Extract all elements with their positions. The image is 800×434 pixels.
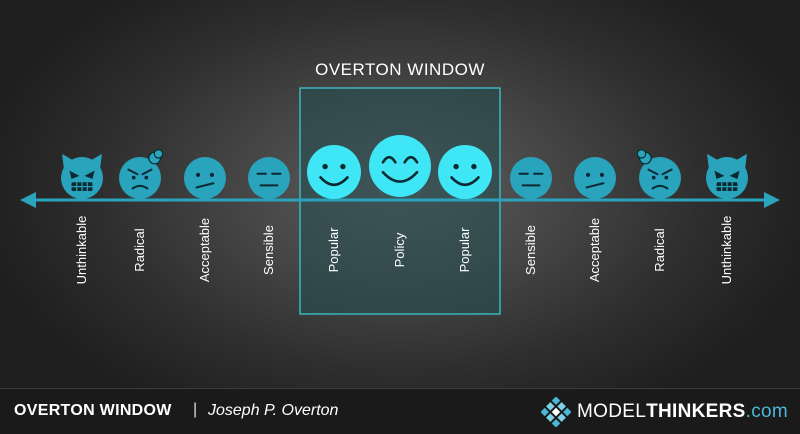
overton-window-title: OVERTON WINDOW xyxy=(315,60,485,79)
position-label-popular-left: Popular xyxy=(326,227,341,273)
position-label-unthinkable-right: Unthinkable xyxy=(719,215,734,285)
arrow-left-icon xyxy=(20,192,36,208)
skeptical-face-icon xyxy=(574,157,616,199)
position-label-unthinkable-left: Unthinkable xyxy=(74,215,89,285)
position-label-popular-right: Popular xyxy=(457,227,472,273)
smile-face-icon xyxy=(307,145,361,199)
angry-face-icon xyxy=(636,149,681,199)
footer-separator: | xyxy=(193,401,198,418)
position-label-acceptable-left: Acceptable xyxy=(197,217,212,283)
brand-name-part2: THINKERS xyxy=(646,401,746,422)
position-label-sensible-left: Sensible xyxy=(261,225,276,275)
footer-title: OVERTON WINDOW xyxy=(14,402,172,419)
diamond-grid-logo-icon xyxy=(541,397,572,427)
big-smile-face-icon xyxy=(369,135,431,197)
spectrum-axis xyxy=(20,192,780,208)
devil-face-icon xyxy=(61,153,103,199)
skeptical-face-icon xyxy=(184,157,226,199)
position-label-sensible-right: Sensible xyxy=(523,225,538,275)
angry-face-icon xyxy=(119,149,164,199)
brand-logo: MODELTHINKERS.com xyxy=(541,397,788,427)
footer-bar: OVERTON WINDOW | Joseph P. Overton MODEL… xyxy=(0,388,800,434)
position-label-policy: Policy xyxy=(392,232,407,268)
brand-name: MODELTHINKERS.com xyxy=(577,401,788,423)
arrow-right-icon xyxy=(764,192,780,208)
position-label-acceptable-right: Acceptable xyxy=(587,217,602,283)
position-label-radical-left: Radical xyxy=(132,228,147,272)
neutral-face-icon xyxy=(510,157,552,199)
devil-face-icon xyxy=(706,153,748,199)
brand-name-part1: MODEL xyxy=(577,401,647,422)
brand-domain: .com xyxy=(745,401,788,422)
overton-diagram xyxy=(20,87,780,315)
smile-face-icon xyxy=(438,145,492,199)
position-label-radical-right: Radical xyxy=(652,228,667,272)
neutral-face-icon xyxy=(248,157,290,199)
footer-author: Joseph P. Overton xyxy=(208,402,339,419)
